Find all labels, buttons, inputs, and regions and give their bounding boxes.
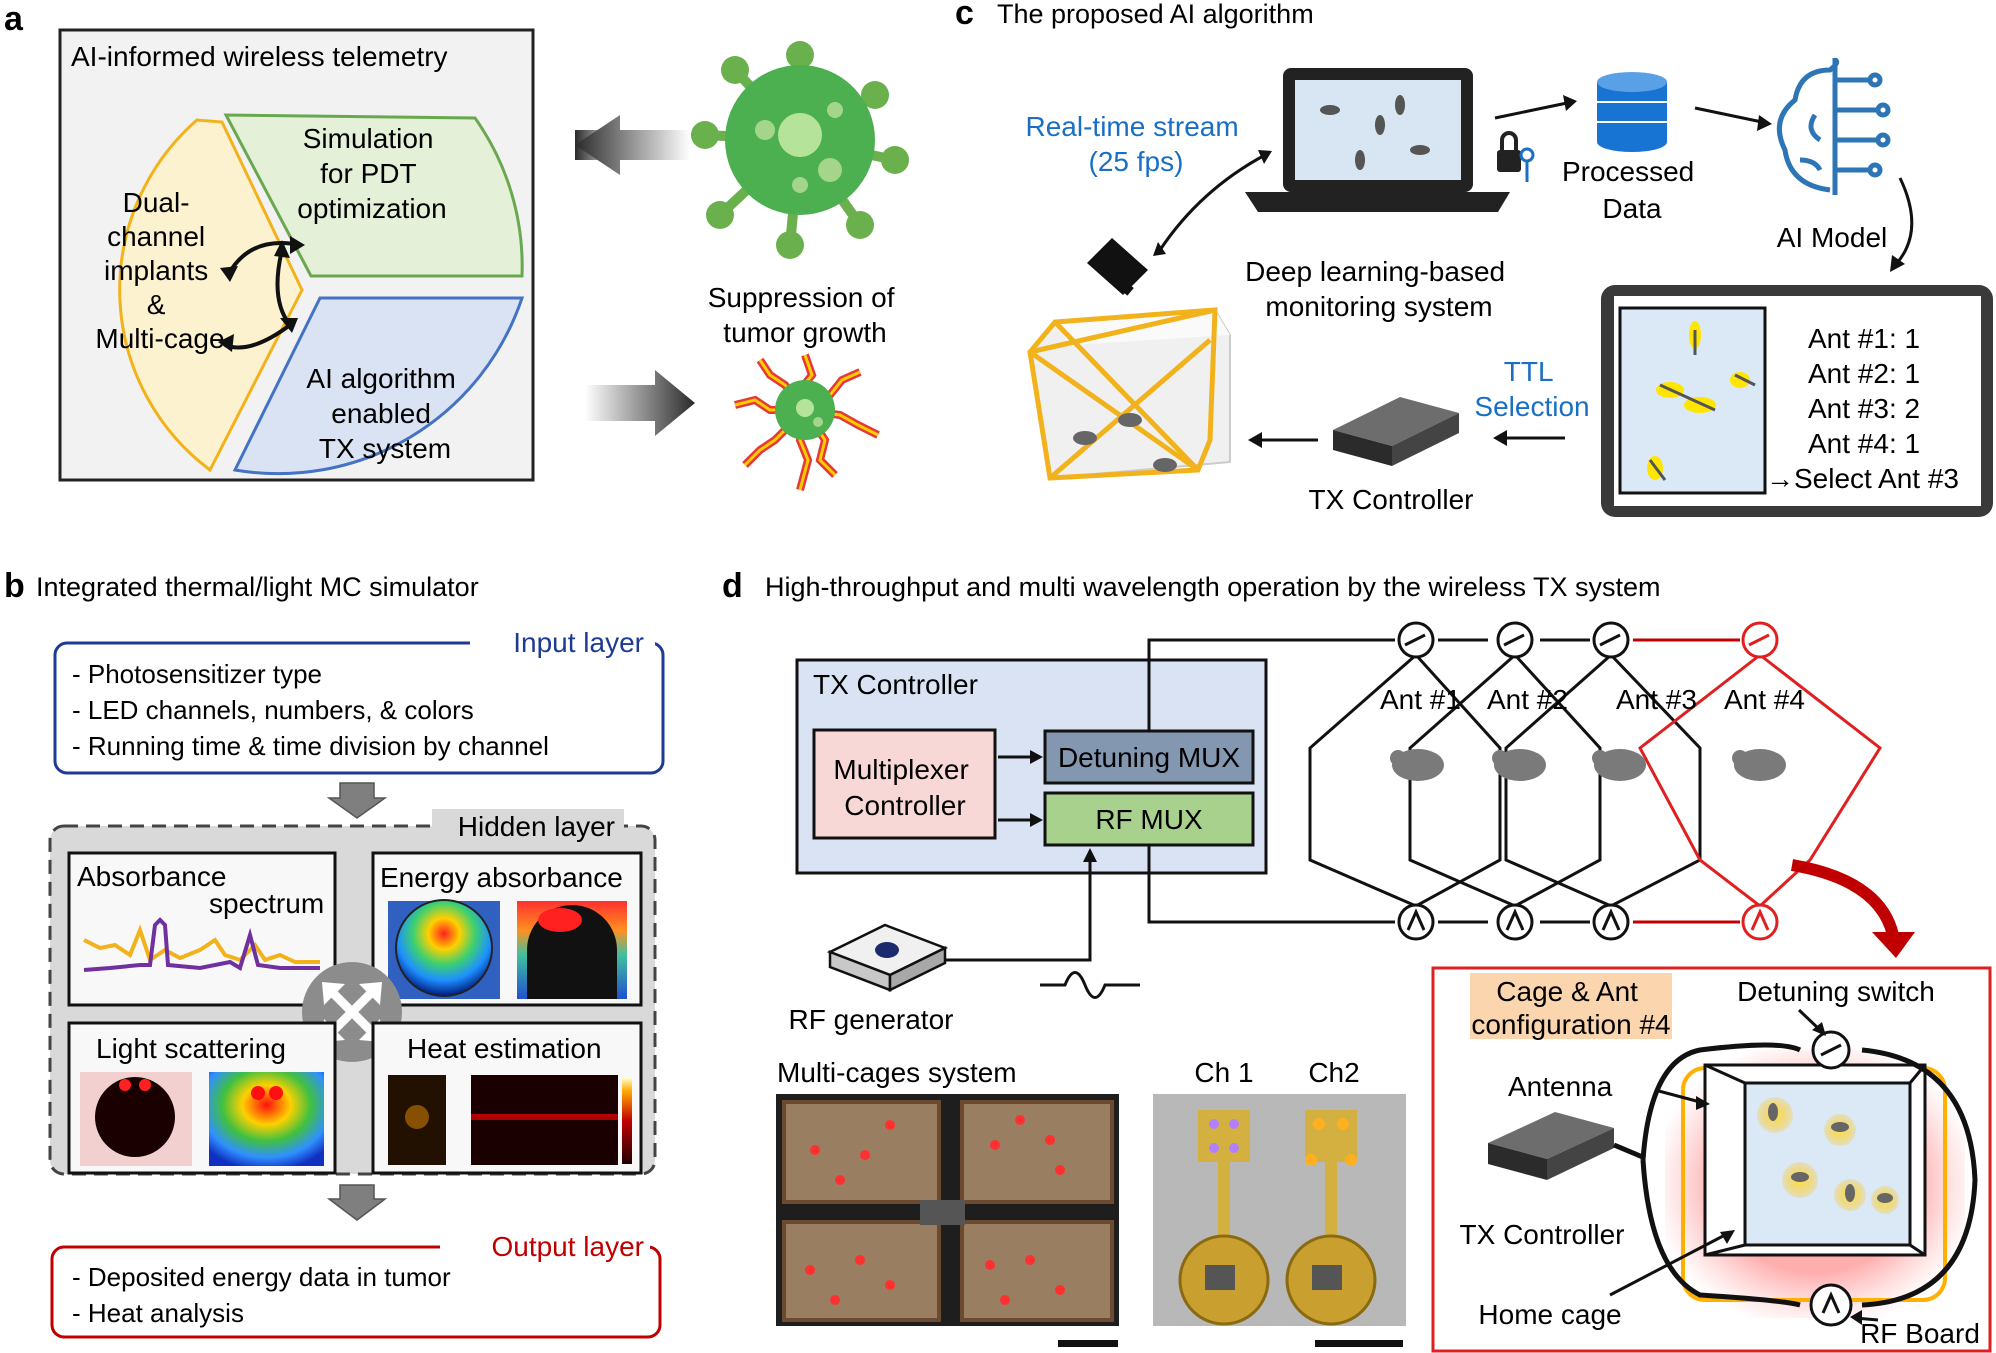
scale-bar-1 xyxy=(1058,1340,1118,1347)
processed-data-label: Processed Data xyxy=(1562,156,1702,224)
mux-controller-box xyxy=(812,728,997,840)
scattering-title: Light scattering xyxy=(96,1033,286,1064)
select-ant: →Select Ant #3 xyxy=(1766,463,1959,494)
panel-c: c The proposed AI algorithm Real-time st… xyxy=(955,0,1993,517)
panel-a-label: a xyxy=(4,0,24,38)
down-arrow-1 xyxy=(326,782,388,819)
ant-label-4: Ant #4 xyxy=(1724,684,1805,715)
heat-title: Heat estimation xyxy=(407,1033,602,1064)
rf-mux-label: RF MUX xyxy=(1095,804,1203,835)
cage-icon xyxy=(1027,307,1231,481)
panel-c-title: The proposed AI algorithm xyxy=(997,0,1314,29)
arrow-to-tumor xyxy=(585,370,695,436)
database-icon xyxy=(1597,72,1667,152)
lock-icon xyxy=(1497,131,1535,182)
energy-title: Energy absorbance xyxy=(380,862,623,893)
panel-d: d High-throughput and multi wavelength o… xyxy=(722,567,1992,1353)
down-arrow-2 xyxy=(326,1184,388,1221)
virus-icon xyxy=(691,41,909,259)
simulation-sector xyxy=(223,113,524,278)
input-layer-items: - Photosensitizer type - LED channels, n… xyxy=(72,659,549,761)
ch1-label: Ch 1 xyxy=(1194,1057,1253,1088)
home-cage-icon xyxy=(1703,1063,1927,1257)
ch2-label: Ch2 xyxy=(1308,1057,1359,1088)
output-layer-title: Output layer xyxy=(491,1231,644,1262)
multicage-label: Multi-cages system xyxy=(777,1057,1017,1088)
detuning-mux-box xyxy=(1043,729,1255,785)
tx-controller-icon-2 xyxy=(1488,1112,1614,1180)
tx-controller-title: TX Controller xyxy=(813,669,978,700)
absorbance-panel xyxy=(67,851,337,1007)
panel-d-label: d xyxy=(722,567,743,605)
ai-model-label: AI Model xyxy=(1777,222,1888,253)
panel-b-label: b xyxy=(4,567,25,605)
rf-mux-box xyxy=(1043,791,1255,847)
mouse-icons xyxy=(1390,749,1786,781)
mux-controller-label: Multiplexer Controller xyxy=(833,754,976,821)
absorbance-title: Absorbance spectrum xyxy=(77,861,324,919)
ant-label-3: Ant #3 xyxy=(1616,684,1697,715)
output-layer-items: - Deposited energy data in tumor - Heat … xyxy=(72,1262,458,1328)
telemetry-title: AI-informed wireless telemetry xyxy=(71,41,448,72)
ant-3: Ant #3: 2 xyxy=(1808,393,1920,424)
laptop-icon xyxy=(1245,68,1510,212)
tx-controller-label-2: TX Controller xyxy=(1460,1219,1625,1250)
ant-4: Ant #4: 1 xyxy=(1808,428,1920,459)
tumor-caption: Suppression of tumor growth xyxy=(708,282,903,348)
sector-bottom-text: AI algorithm enabled TX system xyxy=(306,363,463,464)
ant-1: Ant #1: 1 xyxy=(1808,323,1920,354)
rf-board-label: RF Board xyxy=(1860,1318,1980,1349)
input-layer-box xyxy=(53,641,665,775)
implant-photos xyxy=(1153,1094,1406,1326)
panel-b-title: Integrated thermal/light MC simulator xyxy=(36,572,479,602)
hidden-layer-title: Hidden layer xyxy=(458,811,615,842)
detuning-mux-label: Detuning MUX xyxy=(1058,742,1240,773)
ant-label-1: Ant #1 xyxy=(1380,684,1461,715)
arrow-to-box xyxy=(575,115,690,175)
tx-controller-label: TX Controller xyxy=(1309,484,1474,515)
suppressed-tumor-icon xyxy=(734,353,880,492)
ai-brain-icon xyxy=(1776,57,1891,195)
stream-label: Real-time stream (25 fps) xyxy=(1026,111,1247,177)
implants-sector xyxy=(118,118,304,473)
panel-a: a AI-informed wireless telemetry Dual- c… xyxy=(4,0,909,492)
rf-switches xyxy=(1397,903,1779,941)
panel-d-title: High-throughput and multi wavelength ope… xyxy=(765,572,1660,602)
camera-icon xyxy=(1087,238,1148,296)
ant-label-2: Ant #2 xyxy=(1487,684,1568,715)
scale-bar-2 xyxy=(1315,1340,1403,1347)
detuning-switch-label: Detuning switch xyxy=(1737,976,1935,1007)
input-layer-title: Input layer xyxy=(513,627,644,658)
ttl-label: TTL Selection xyxy=(1474,356,1589,422)
panel-c-label: c xyxy=(955,0,974,32)
ai-tx-sector xyxy=(232,296,525,476)
home-cage-label: Home cage xyxy=(1478,1299,1621,1330)
rf-generator-icon xyxy=(826,923,949,993)
monitor-label: Deep learning-based monitoring system xyxy=(1245,256,1513,322)
tx-controller-icon xyxy=(1333,397,1459,466)
panel-b: b Integrated thermal/light MC simulator … xyxy=(4,567,665,1339)
config-label: Cage & Ant configuration #4 xyxy=(1471,976,1670,1040)
multicage-photo xyxy=(776,1094,1119,1326)
sector-left-text: Dual- channel implants & Multi-cage xyxy=(95,187,224,354)
output-layer-box xyxy=(50,1245,662,1339)
antenna-label: Antenna xyxy=(1508,1071,1613,1102)
ant-2: Ant #2: 1 xyxy=(1808,358,1920,389)
sector-top-text: Simulation for PDT optimization xyxy=(297,123,446,224)
rf-generator-label: RF generator xyxy=(789,1004,954,1035)
